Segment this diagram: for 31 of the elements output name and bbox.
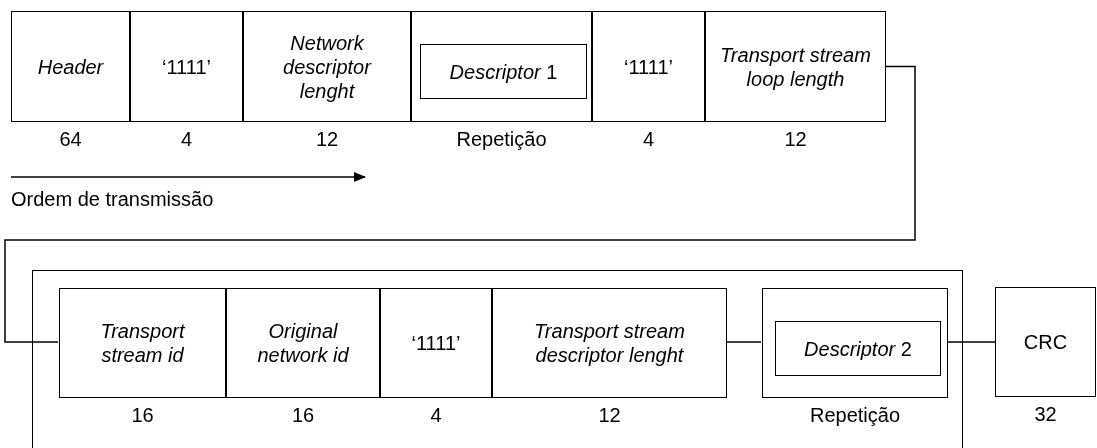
connector-line [946,341,996,343]
field-size: 12 [783,127,808,151]
field-name: ‘1111’ [411,331,461,355]
field-name: Network descriptor lenght [282,30,373,103]
repetition-box [32,270,963,448]
field-size: 32 [1033,402,1058,426]
field-name: ‘1111’ [162,54,211,79]
field-name: ‘1111’ [624,54,673,79]
field-name: Transport stream descriptor lenght [533,319,686,367]
connector-line [725,341,762,343]
connector-line [4,65,916,343]
field-size: 64 [58,127,83,151]
field-name: CRC [1023,330,1068,354]
field-size: 4 [641,127,656,151]
field-size: Repetição [455,127,548,151]
field-size: 4 [179,127,194,151]
field-name: Original network id [256,319,350,367]
field-size: 16 [290,403,316,427]
field-name: Header [37,54,104,79]
field-box [775,321,941,376]
field-size: 12 [314,127,340,151]
field-name: Transport stream id [99,319,186,367]
field-box [420,44,587,99]
field-name: Descriptor 2 [804,336,912,361]
field-size: 12 [597,403,622,427]
field-size: 16 [130,403,155,427]
field-size: 4 [429,403,443,427]
field-size: Repetição [808,403,902,427]
field-name: Descriptor 1 [449,59,558,84]
direction-caption: Ordem de transmissão [11,188,214,211]
field-name: Transport stream loop length [720,42,871,91]
